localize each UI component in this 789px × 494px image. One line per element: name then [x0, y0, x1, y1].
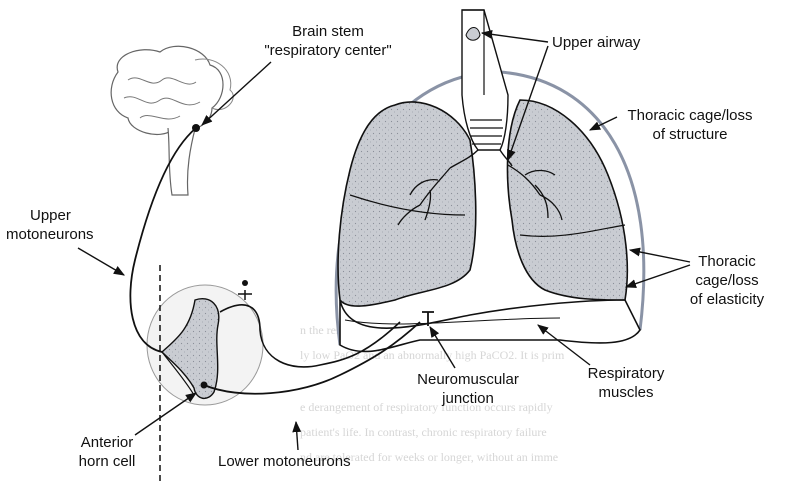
arrow-upper-airway-top — [480, 29, 549, 43]
label-brain-stem: Brain stem "respiratory center" — [264, 23, 392, 59]
diaphragm — [339, 299, 641, 353]
brain-illustration — [110, 45, 234, 196]
upper-motoneuron-path — [129, 127, 197, 353]
lower-motoneuron-path — [203, 321, 421, 395]
synapse-dot — [242, 280, 248, 286]
arrow-elasticity-lower — [624, 264, 691, 288]
left-lung — [337, 101, 477, 307]
arrow-brain-stem — [201, 61, 272, 126]
label-anterior-horn-cell: Anterior horn cell — [78, 434, 136, 470]
brain-stem-neuron-dot — [192, 124, 200, 132]
label-respiratory-muscles: Respiratory muscles — [587, 365, 665, 401]
arrow-neuromuscular-junction — [429, 326, 456, 369]
arrow-thoracic-structure — [588, 116, 618, 131]
trachea — [449, 9, 513, 169]
sensory-path — [219, 304, 401, 368]
label-upper-motoneurons: Upper motoneurons — [6, 207, 94, 243]
label-neuromuscular-junction: Neuromuscular junction — [417, 371, 519, 407]
arrow-anterior-horn-cell — [134, 392, 197, 436]
background-text-5: nd are tolerated for weeks or longer, wi… — [300, 450, 559, 464]
arrow-upper-motoneurons — [77, 247, 125, 276]
synapse-marker — [238, 290, 252, 300]
label-lower-motoneurons: Lower motoneurons — [218, 453, 351, 470]
arrow-lower-motoneurons — [292, 420, 302, 451]
neuromuscular-junction-marker — [422, 311, 434, 326]
spinal-cord-section — [146, 284, 264, 406]
diaphragm-muscle-line — [344, 317, 561, 325]
arrow-elasticity-upper — [628, 247, 691, 263]
label-upper-airway: Upper airway — [552, 34, 641, 51]
background-text-3: e derangement of respiratory function oc… — [300, 400, 553, 414]
background-text-4: patient's life. In contrast, chronic res… — [300, 425, 547, 439]
label-thoracic-cage-structure: Thoracic cage/loss of structure — [627, 107, 753, 143]
anterior-horn-cell-dot — [200, 381, 208, 389]
arrow-upper-airway-bronchus — [507, 45, 549, 162]
label-thoracic-cage-elasticity: Thoracic cage/loss of elasticity — [689, 253, 765, 308]
arrow-respiratory-muscles — [537, 324, 591, 366]
right-lung — [506, 99, 629, 301]
pointer-arrows — [77, 29, 691, 451]
